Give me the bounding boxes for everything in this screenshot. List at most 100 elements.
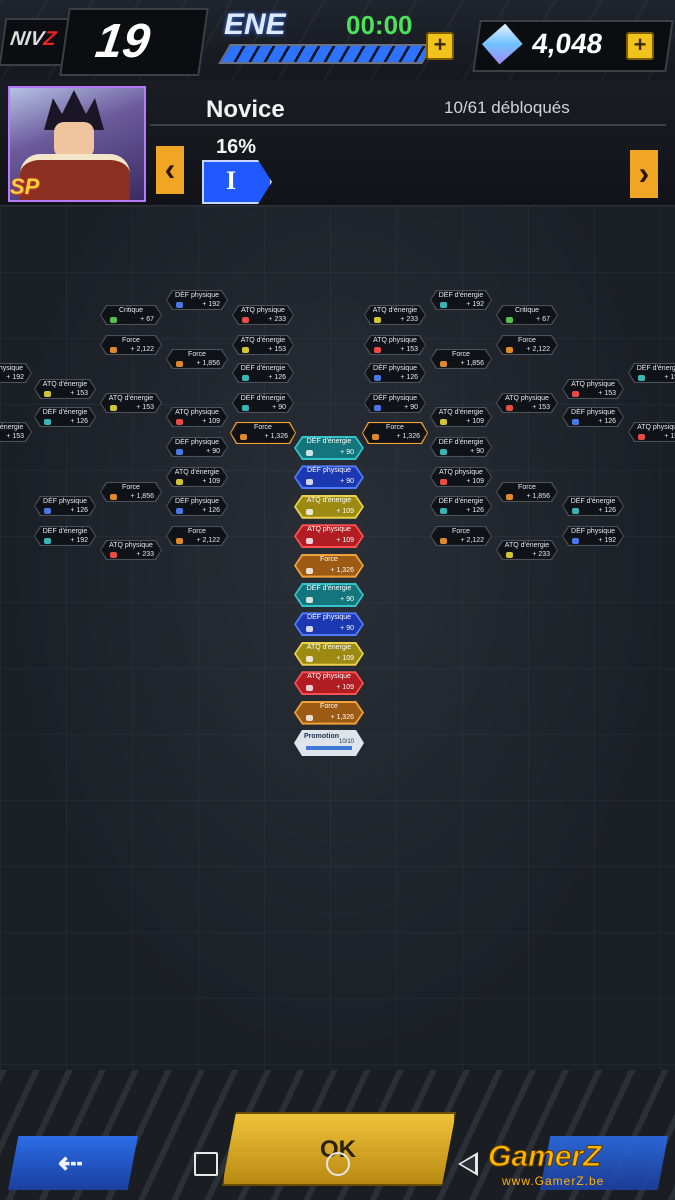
skill-node-d-f-d-nergie[interactable]: DÉF d'énergie+ 192 (430, 290, 492, 310)
skill-node-atq-d-nergie[interactable]: ATQ d'énergie+ 233 (496, 540, 558, 560)
skill-node-atq-d-nergie[interactable]: ATQ d'énergie+ 109 (430, 407, 492, 427)
skill-node-atq-d-nergie[interactable]: ATQ d'énergie+ 153 (232, 335, 294, 355)
center-node-value: + 90 (340, 449, 354, 456)
skill-node-force[interactable]: Force+ 2,122 (496, 335, 558, 355)
skill-node-atq-physique[interactable]: ATQ physique+ 153 (628, 422, 675, 442)
skill-node-body: ATQ d'énergie+ 153 (101, 394, 161, 412)
center-node-d-f-d-nergie[interactable]: DÉF d'énergie+ 90 (294, 583, 364, 607)
skill-node-atq-physique[interactable]: ATQ physique+ 153 (364, 335, 426, 355)
center-node-atq-physique[interactable]: ATQ physique+ 109 (294, 671, 364, 695)
skill-node-d-f-d-nergie[interactable]: DÉF d'énergie+ 192 (628, 363, 675, 383)
skill-node-d-f-physique[interactable]: DÉF physique+ 90 (166, 437, 228, 457)
skill-node-label: ATQ physique (637, 424, 674, 431)
skill-node-d-f-d-nergie[interactable]: DÉF d'énergie+ 192 (34, 526, 96, 546)
skill-node-atq-d-nergie[interactable]: ATQ d'énergie+ 153 (100, 393, 162, 413)
skill-node-label: ATQ physique (439, 469, 483, 476)
skill-node-value: + 1,856 (196, 360, 220, 367)
stat-atq-physique-icon (242, 317, 249, 323)
skill-node-force[interactable]: Force+ 2,122 (166, 526, 228, 546)
skill-node-d-f-d-nergie[interactable]: DÉF d'énergie+ 90 (430, 437, 492, 457)
chrono-crystal-icon (481, 23, 523, 65)
skill-node-body: DÉF d'énergie+ 192 (629, 364, 675, 382)
skill-node-force[interactable]: Force+ 1,856 (430, 349, 492, 369)
promotion-node[interactable]: Promotion 10/10 (294, 730, 364, 756)
gem-plus-button[interactable]: + (626, 32, 654, 60)
skill-node-body: DÉF physique+ 192 (167, 291, 227, 309)
menu-button[interactable] (540, 1136, 668, 1190)
skill-node-d-f-physique[interactable]: DÉF physique+ 126 (166, 496, 228, 516)
home-icon[interactable] (326, 1152, 350, 1176)
skill-node-d-f-d-nergie[interactable]: DÉF d'énergie+ 126 (430, 496, 492, 516)
center-node-force[interactable]: Force+ 1,326 (294, 554, 364, 578)
center-node-d-f-d-nergie[interactable]: DÉF d'énergie+ 90 (294, 436, 364, 460)
stat-force-icon (176, 361, 183, 367)
skill-node-d-f-physique[interactable]: DÉF physique+ 126 (562, 407, 624, 427)
skill-node-label: Force (188, 351, 206, 358)
nav-back-icon[interactable] (458, 1152, 478, 1176)
skill-node-atq-physique[interactable]: ATQ physique+ 109 (166, 407, 228, 427)
skill-node-value: + 109 (202, 418, 220, 425)
skill-node-value: + 109 (202, 478, 220, 485)
skill-node-body: DÉF d'énergie+ 126 (233, 364, 293, 382)
skill-node-atq-d-nergie[interactable]: ATQ d'énergie+ 153 (34, 379, 96, 399)
skill-node-critique[interactable]: Critique+ 67 (496, 305, 558, 325)
skill-node-force[interactable]: Force+ 1,856 (496, 482, 558, 502)
skill-node-d-f-d-nergie[interactable]: DÉF d'énergie+ 126 (34, 407, 96, 427)
stat-atq-d-nergie-icon (374, 317, 381, 323)
skill-node-value: + 233 (268, 316, 286, 323)
skill-node-force[interactable]: Force+ 2,122 (430, 526, 492, 546)
skill-node-force[interactable]: Force + 1,856 (166, 349, 228, 369)
skill-node-body: DÉF physique+ 126 (563, 408, 623, 426)
skill-node-value: + 233 (532, 551, 550, 558)
stat-atq-d-nergie-icon (440, 419, 447, 425)
skill-node-critique[interactable]: Critique+ 67 (100, 305, 162, 325)
skill-node-d-f-physique[interactable]: DÉF physique+ 192 (166, 290, 228, 310)
skill-node-atq-physique[interactable]: ATQ physique+ 153 (562, 379, 624, 399)
skill-node-d-f-d-nergie[interactable]: DÉF d'énergie+ 126 (232, 363, 294, 383)
skill-node-atq-d-nergie[interactable]: ATQ d'énergie+ 109 (166, 467, 228, 487)
skill-node-value: + 90 (206, 448, 220, 455)
center-node-force[interactable]: Force+ 1,326 (294, 701, 364, 725)
skill-node-value: + 153 (598, 390, 616, 397)
center-node-value: + 109 (336, 654, 354, 662)
back-button[interactable]: ⇠ (8, 1136, 138, 1190)
skill-node-atq-d-nergie[interactable]: ATQ d'énergie+ 233 (364, 305, 426, 325)
skill-node-atq-physique[interactable]: ATQ physique+ 153 (496, 393, 558, 413)
skill-node-d-f-d-nergie[interactable]: DÉF d'énergie+ 90 (232, 393, 294, 413)
skill-node-body: Force+ 1,856 (431, 350, 491, 368)
skill-node-label: Force (452, 351, 470, 358)
unlocked-count: 10/61 débloqués (444, 98, 570, 117)
skill-node-value: + 2,122 (460, 537, 484, 544)
character-portrait[interactable]: SP (8, 86, 146, 202)
prev-rank-button[interactable]: ‹ (156, 146, 184, 194)
skill-node-force[interactable]: Force+ 1,326 (230, 422, 296, 444)
skill-node-force[interactable]: Force+ 1,856 (100, 482, 162, 502)
stat-critique-icon (506, 317, 513, 323)
stat-atq-d-nergie-icon (176, 479, 183, 485)
skill-node-atq-physique[interactable]: ATQ physique+ 109 (430, 467, 492, 487)
skill-node-d-f-physique[interactable]: DÉF physique+ 192 (0, 363, 32, 383)
center-node-atq-physique[interactable]: ATQ physique+ 109 (294, 524, 364, 548)
skill-node-d-f-physique[interactable]: DÉF physique+ 126 (364, 363, 426, 383)
skill-node-atq-physique[interactable]: ATQ physique+ 233 (232, 305, 294, 325)
skill-node-value: + 153 (6, 433, 24, 440)
skill-node-force[interactable]: Force+ 1,326 (362, 422, 428, 444)
skill-node-label: DÉF physique (43, 498, 87, 505)
skill-node-d-f-physique[interactable]: DÉF physique+ 126 (34, 496, 96, 516)
recent-apps-icon[interactable] (194, 1152, 218, 1176)
skill-node-atq-physique[interactable]: ATQ physique+ 233 (100, 540, 162, 560)
center-node-atq-d-nergie[interactable]: ATQ d'énergie+ 109 (294, 495, 364, 519)
skill-node-value: + 2,122 (196, 537, 220, 544)
skill-node-value: + 233 (400, 316, 418, 323)
skill-node-d-f-d-nergie[interactable]: DÉF d'énergie+ 126 (562, 496, 624, 516)
center-node-d-f-physique[interactable]: DÉF physique+ 90 (294, 612, 364, 636)
center-node-atq-d-nergie[interactable]: ATQ d'énergie+ 109 (294, 642, 364, 666)
skill-node-force[interactable]: Force+ 2,122 (100, 335, 162, 355)
energy-plus-button[interactable]: + (426, 32, 454, 60)
center-node-d-f-physique[interactable]: DÉF physique+ 90 (294, 465, 364, 489)
skill-node-d-f-d-nergie[interactable]: DÉF d'énergie+ 153 (0, 422, 32, 442)
skill-node-d-f-physique[interactable]: DÉF physique+ 90 (364, 393, 426, 413)
next-rank-button[interactable]: › (630, 150, 658, 198)
back-arrow-icon: ⇠ (58, 1147, 84, 1180)
skill-node-d-f-physique[interactable]: DÉF physique+ 192 (562, 526, 624, 546)
